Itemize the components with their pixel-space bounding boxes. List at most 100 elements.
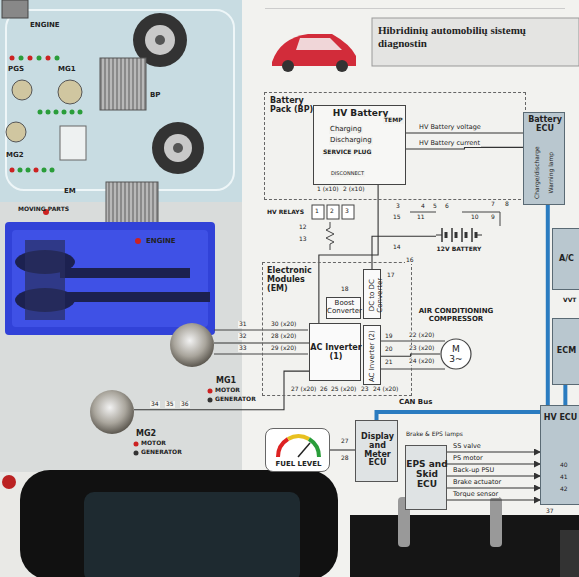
inverter-box: AC Inverter (2): [363, 325, 381, 385]
callout-number: 11: [416, 214, 426, 221]
node-heading: ECM: [553, 347, 579, 356]
callout-number: 2: [330, 208, 334, 215]
can-bus-line: [546, 205, 550, 405]
ecu-box: EPS and Skid ECU: [405, 445, 447, 510]
callout-number: 24 (x20): [372, 386, 399, 393]
part-label: ENGINE: [146, 238, 176, 246]
wire: [447, 499, 540, 500]
ecu-box: HV ECU: [540, 405, 579, 505]
callout-number: 5: [432, 203, 438, 210]
wire: [134, 371, 309, 410]
motor-generator: MG1: [170, 323, 214, 367]
part-label: MG2: [6, 152, 24, 160]
dashed-region: Battery Pack (BP)HV Battery: [264, 92, 526, 200]
callout-number: 29 (x20): [270, 345, 297, 352]
battery-symbol: 12V BATTERY: [436, 226, 482, 260]
callout-number: 37: [545, 508, 555, 515]
part-label: MG1: [58, 66, 76, 74]
node-heading: A/C: [553, 255, 579, 264]
can-bus-line: [377, 412, 541, 420]
callout-number: 7: [490, 201, 496, 208]
wire: [447, 487, 540, 488]
callout-number: 35: [165, 401, 175, 408]
callout-number: 41: [560, 474, 568, 481]
callout-number: 23: [360, 386, 370, 393]
part-label: SERVICE PLUG: [322, 149, 372, 156]
node-heading: AC Inverter (2): [369, 327, 377, 385]
wire: [406, 132, 523, 133]
callout-number: 9: [490, 214, 496, 221]
title-text: Hibridinių automobilių sistemų diagnosti…: [378, 24, 574, 50]
converter-box: DC to DC Converter: [363, 269, 381, 319]
callout-number: 21: [384, 359, 394, 366]
wire: [381, 354, 440, 356]
part-label: MOVING PARTS: [18, 206, 69, 213]
callout-number: 28 (x20): [270, 333, 297, 340]
node-text: Charge/discharge: [534, 144, 541, 202]
node-text: Warning lamp: [548, 144, 555, 202]
node-heading: FUEL LEVEL: [266, 461, 331, 469]
node-heading: DC to DC Converter: [369, 271, 384, 319]
node-heading: MG2: [136, 430, 170, 439]
callout-number: 24 (x20): [408, 358, 435, 365]
callout-number: 19: [384, 333, 394, 340]
wire: [447, 451, 540, 452]
ecu-box: Battery ECU Charge/discharge Warning lamp: [523, 112, 565, 205]
signal-label: HV Battery voltage: [418, 124, 482, 131]
callout-number: 3: [345, 208, 349, 215]
dashed-region: Electronic Modules (EM) Boost Converter DC…: [262, 262, 412, 396]
callout-number: 3: [395, 203, 401, 210]
fuel-gauge: FUEL LEVEL: [265, 428, 330, 472]
part-label: CAN Bus: [398, 399, 433, 407]
part-label: EM: [64, 188, 76, 196]
ecu-box: A/C: [552, 228, 579, 290]
part-label: TEMP: [383, 117, 404, 124]
callout-number: 4: [420, 203, 426, 210]
part-label: MOTOR: [141, 440, 166, 447]
node-heading: EPS and Skid ECU: [406, 460, 448, 490]
ecu-box: ECM: [552, 318, 579, 385]
callout-number: 20: [384, 346, 394, 353]
node-heading: Electronic Modules (EM): [267, 267, 313, 293]
converter-box: Boost Converter: [326, 297, 361, 319]
callout-number: 14: [392, 244, 402, 251]
callout-number: 26: [319, 386, 329, 393]
callout-number: 6: [444, 203, 450, 210]
callout-number: 34: [150, 401, 160, 408]
signal-label: PS motor: [452, 455, 484, 462]
node-heading: Battery ECU: [524, 116, 566, 134]
callout-number: 27 (x20): [290, 386, 317, 393]
callout-number: 40: [560, 462, 568, 469]
callout-number: 16: [405, 257, 415, 264]
node-heading: 12V BATTERY: [436, 246, 482, 253]
signal-label: Back-up PSU: [452, 467, 495, 474]
inverter-box: AC Inverter (1): [309, 323, 361, 381]
callout-number: 1: [315, 208, 319, 215]
wire: [406, 147, 523, 149]
callout-number: 25 (x20): [330, 386, 357, 393]
callout-number: 33: [238, 345, 248, 352]
callout-number: 8: [504, 201, 510, 208]
signal-label: Brake actuator: [452, 479, 502, 486]
callout-number: 1 (x10): [316, 186, 340, 193]
callout-number: 32: [238, 333, 248, 340]
node-heading: MG1: [216, 377, 250, 386]
can-bus-line: [563, 385, 567, 405]
node-heading: HV ECU: [541, 414, 579, 423]
callout-number: 22 (x20): [408, 332, 435, 339]
signal-label: SS valve: [452, 443, 482, 450]
callout-number: 31: [238, 321, 248, 328]
wire: [372, 236, 436, 269]
part-label: MOTOR: [215, 387, 240, 394]
ecu-box: Display and Meter ECU: [355, 420, 398, 482]
node-heading: Display and Meter ECU: [356, 433, 399, 468]
wire: [330, 449, 355, 450]
callout-number: 30 (x20): [270, 321, 297, 328]
part-label: GENERATOR: [215, 396, 256, 403]
wire: [447, 475, 540, 476]
signal-label: HV Battery current: [418, 140, 481, 147]
battery-cells: [436, 226, 482, 244]
wire: [447, 463, 540, 464]
callout-number: 2 (x10): [342, 186, 366, 193]
gauge-dial: [266, 429, 331, 461]
